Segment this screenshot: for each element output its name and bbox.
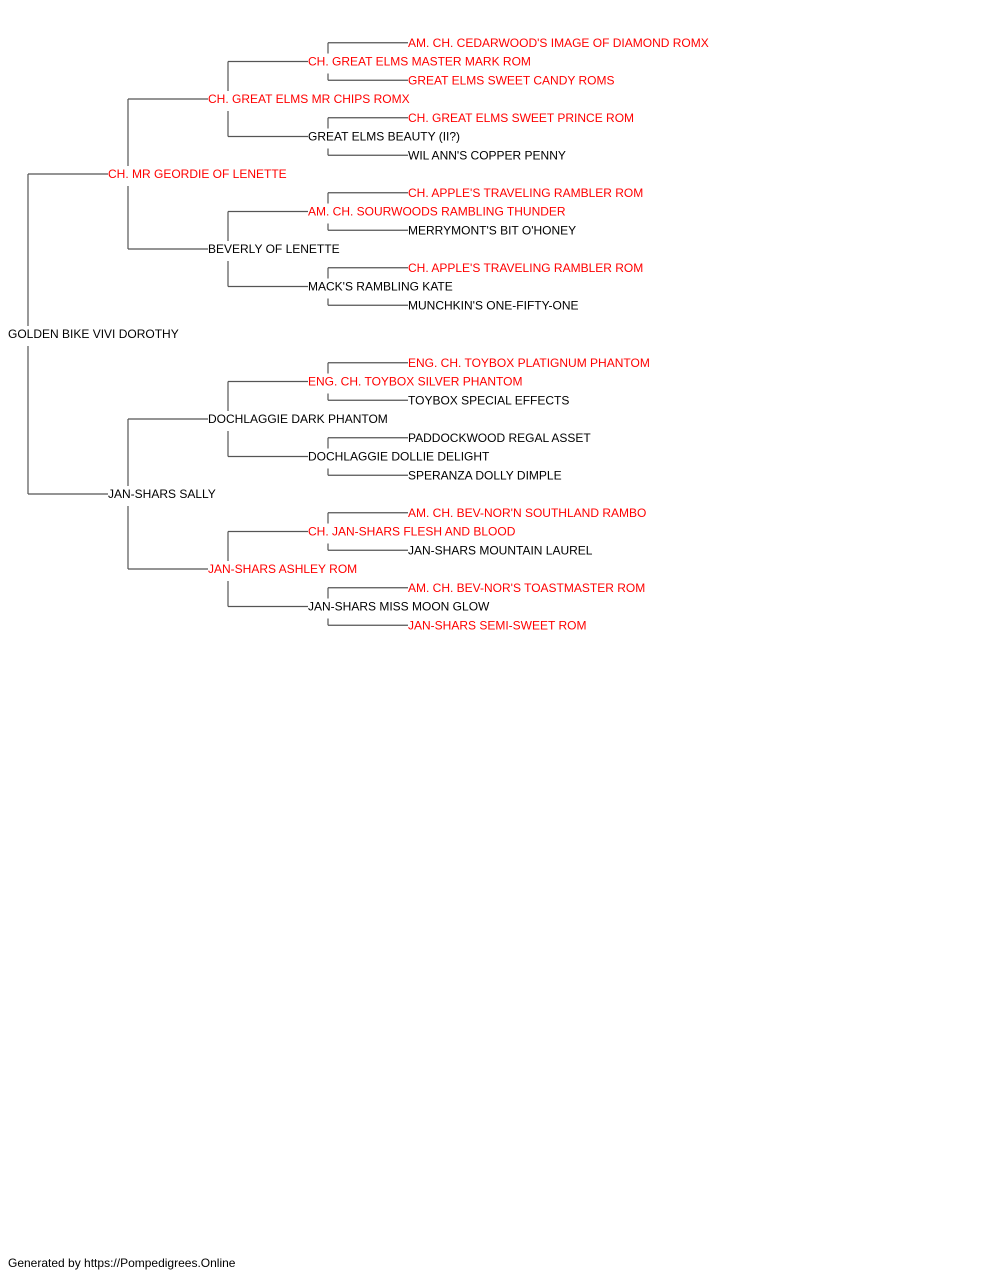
- gen4-sire-name[interactable]: AM. CH. CEDARWOOD'S IMAGE OF DIAMOND ROM…: [408, 36, 709, 50]
- gen4-sire-name[interactable]: CH. APPLE'S TRAVELING RAMBLER ROM: [408, 186, 643, 200]
- gen4-sire-name[interactable]: AM. CH. BEV-NOR'S TOASTMASTER ROM: [408, 581, 645, 595]
- gen4-dam-name[interactable]: SPERANZA DOLLY DIMPLE: [408, 468, 562, 482]
- pedigree-tree: GOLDEN BIKE VIVI DOROTHY AM. CH. CEDARWOO…: [8, 36, 709, 633]
- gen2-dam-name[interactable]: BEVERLY OF LENETTE: [208, 242, 340, 256]
- gen2-sire-name[interactable]: CH. GREAT ELMS MR CHIPS ROMX: [208, 92, 410, 106]
- gen4-dam-name[interactable]: WIL ANN'S COPPER PENNY: [408, 148, 566, 162]
- footer-credit[interactable]: Generated by https://Pompedigrees.Online: [8, 1256, 236, 1270]
- gen4-dam-name[interactable]: MUNCHKIN'S ONE-FIFTY-ONE: [408, 298, 579, 312]
- gen4-dam-name[interactable]: JAN-SHARS SEMI-SWEET ROM: [408, 618, 586, 632]
- gen3-dam-name[interactable]: JAN-SHARS MISS MOON GLOW: [308, 600, 490, 614]
- gen3-sire-name[interactable]: CH. GREAT ELMS MASTER MARK ROM: [308, 55, 531, 69]
- gen3-dam-name[interactable]: DOCHLAGGIE DOLLIE DELIGHT: [308, 450, 490, 464]
- gen4-sire-name[interactable]: AM. CH. BEV-NOR'N SOUTHLAND RAMBO: [408, 506, 646, 520]
- gen3-sire-name[interactable]: CH. JAN-SHARS FLESH AND BLOOD: [308, 525, 516, 539]
- gen3-dam-name[interactable]: MACK'S RAMBLING KATE: [308, 280, 453, 294]
- gen4-dam-name[interactable]: JAN-SHARS MOUNTAIN LAUREL: [408, 543, 593, 557]
- gen1-sire-name[interactable]: CH. MR GEORDIE OF LENETTE: [108, 167, 287, 181]
- gen3-sire-name[interactable]: AM. CH. SOURWOODS RAMBLING THUNDER: [308, 205, 566, 219]
- gen4-sire-name[interactable]: CH. APPLE'S TRAVELING RAMBLER ROM: [408, 261, 643, 275]
- gen4-dam-name[interactable]: TOYBOX SPECIAL EFFECTS: [408, 393, 569, 407]
- gen3-sire-name[interactable]: ENG. CH. TOYBOX SILVER PHANTOM: [308, 375, 523, 389]
- gen3-dam-name[interactable]: GREAT ELMS BEAUTY (II?): [308, 130, 460, 144]
- gen2-sire-name[interactable]: DOCHLAGGIE DARK PHANTOM: [208, 412, 388, 426]
- gen4-sire-name[interactable]: ENG. CH. TOYBOX PLATIGNUM PHANTOM: [408, 356, 650, 370]
- gen4-dam-name[interactable]: GREAT ELMS SWEET CANDY ROMS: [408, 73, 614, 87]
- gen4-sire-name[interactable]: CH. GREAT ELMS SWEET PRINCE ROM: [408, 111, 634, 125]
- gen1-dam-name[interactable]: JAN-SHARS SALLY: [108, 487, 216, 501]
- gen4-sire-name[interactable]: PADDOCKWOOD REGAL ASSET: [408, 431, 591, 445]
- gen4-dam-name[interactable]: MERRYMONT'S BIT O'HONEY: [408, 223, 576, 237]
- subject-name[interactable]: GOLDEN BIKE VIVI DOROTHY: [8, 327, 179, 341]
- gen2-dam-name[interactable]: JAN-SHARS ASHLEY ROM: [208, 562, 357, 576]
